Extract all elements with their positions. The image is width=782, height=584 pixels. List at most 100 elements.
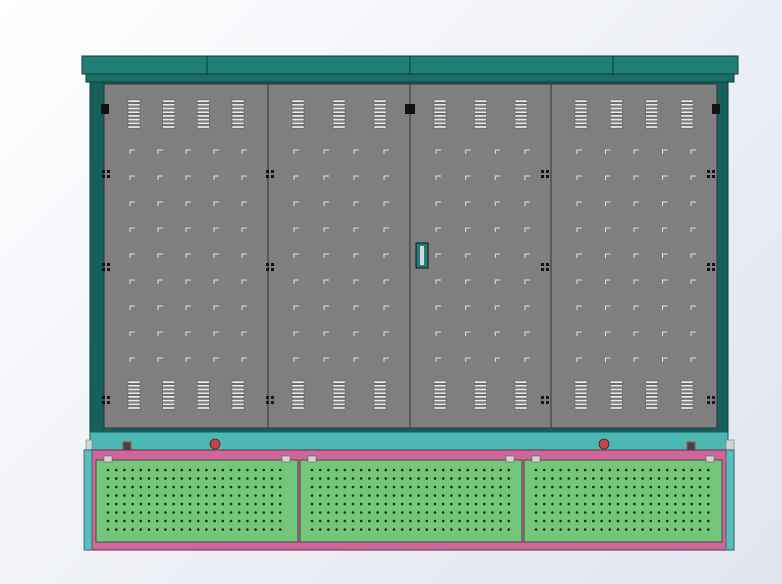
mesh-hole [359,528,363,531]
mesh-hole [205,468,208,472]
louver-slat [162,103,175,107]
mesh-hole [343,468,347,472]
panel-mark [353,227,359,232]
mesh-hole [608,502,612,506]
louver-slat [127,406,141,410]
louver-slat [680,399,694,402]
panel-mark [633,227,639,232]
mesh-hole [491,494,494,497]
mesh-hole [567,494,571,497]
mesh-hole [172,519,175,523]
panel-mark [213,331,219,336]
louver-vent-icon [680,380,694,410]
louver-slat [291,121,305,125]
mesh-hole [196,477,200,480]
panel-mark [157,227,163,232]
panel-mark [383,227,389,232]
panel-mark [524,279,530,284]
mesh-hole [106,468,110,472]
mesh-hole [417,494,420,497]
door-panel-1 [101,83,269,429]
panel-mark [293,331,299,336]
mesh-hole [270,519,274,523]
mesh-hole [384,502,388,506]
mesh-hole [474,519,478,523]
panel-mark [662,201,668,206]
mesh-hole [270,528,274,531]
mesh-hole [575,502,579,506]
louver-vent-icon [162,380,175,410]
louver-slat [680,403,694,406]
louver-slat [514,395,528,399]
mesh-hole [633,468,636,472]
mesh-hole [310,511,314,514]
mesh-hole [600,485,603,489]
louver-slat [231,388,245,391]
panel-mark [524,201,530,206]
mesh-hole [254,519,257,523]
mesh-hole [649,494,653,497]
mesh-hole [409,502,412,506]
mesh-hole [400,511,404,514]
mesh-hole [310,468,314,472]
louver-slat [127,103,141,107]
mesh-hole [425,502,429,506]
door-panel-3 [407,83,552,429]
mesh-hole [706,502,710,506]
hinge-pin [102,401,105,404]
mesh-hole [608,528,612,531]
louver-slat [645,399,658,402]
mesh-hole [507,485,511,489]
mesh-hole [542,485,546,489]
panel-mark [690,357,696,362]
louver-slat [610,399,623,402]
mesh-hole [682,511,685,514]
mesh-hole [466,519,470,523]
mesh-hole [665,485,669,489]
louver-slat [231,406,245,410]
hinge-pin [102,170,105,173]
louver-slat [291,114,305,118]
panel-mark [494,253,501,258]
louver-slat [514,380,528,384]
louver-slat [231,384,245,388]
panel-mark [323,305,329,310]
mesh-hole [139,511,143,514]
mesh-hole [458,468,461,472]
panel-mark [185,305,191,310]
panel-mark [185,331,191,336]
mesh-hole [318,494,322,497]
panel-mark [576,331,582,336]
mesh-hole [665,511,669,514]
hinge-icon [102,396,110,404]
mesh-hole [441,519,445,523]
lifting-bolt-icon [209,438,221,450]
mesh-hole [106,519,110,523]
louver-slat [291,99,305,103]
louver-slat [474,107,487,110]
panel-mark [662,253,668,258]
mesh-hole [409,468,412,472]
louver-slat [574,99,588,103]
door-handle-grip [420,246,424,265]
louver-slat [162,99,175,103]
mesh-hole [649,468,653,472]
mesh-hole [575,511,579,514]
mesh-hole [392,494,396,497]
mesh-hole [172,468,175,472]
mesh-hole [657,502,661,506]
mesh-hole [458,511,461,514]
mesh-hole [351,519,355,523]
louver-slat [162,388,175,391]
mesh-hole [123,519,126,523]
mesh-hole [491,511,494,514]
louver-vent-icon [645,99,658,129]
mesh-hole [649,528,653,531]
louver-slat [332,395,346,399]
louver-slat [680,384,694,388]
mesh-hole [474,502,478,506]
mesh-hole [123,494,126,497]
mesh-hole [706,494,710,497]
door-latch [712,104,720,114]
hinge-pin [712,263,715,266]
